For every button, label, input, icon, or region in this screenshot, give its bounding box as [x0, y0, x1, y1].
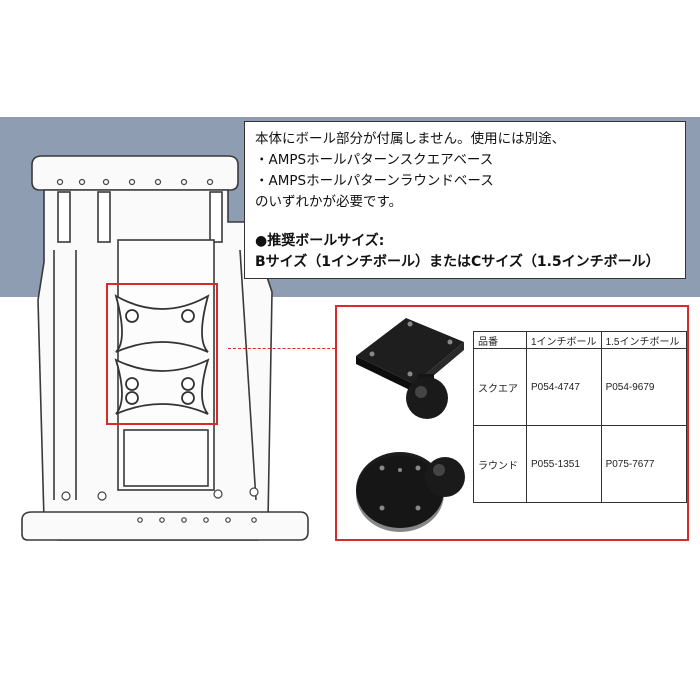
- table-row: ラウンド P055-1351 P075-7677: [473, 425, 687, 503]
- row-one-inch: P055-1351: [526, 425, 602, 503]
- row-type: ラウンド: [473, 425, 527, 503]
- mount-pattern-highlight: [106, 283, 218, 425]
- callout-connector: [228, 348, 340, 349]
- note-line-2: ・AMPSホールパターンスクエアベース: [255, 152, 494, 168]
- info-note: 本体にボール部分が付属しません。使用には別途、 ・AMPSホールパターンスクエア…: [244, 121, 686, 279]
- note-line-3: ・AMPSホールパターンラウンドベース: [255, 173, 494, 189]
- note-line-1: 本体にボール部分が付属しません。使用には別途、: [255, 131, 566, 147]
- header-part: 品番: [473, 331, 527, 349]
- header-one-inch: 1インチボール: [526, 331, 602, 349]
- table-row: スクエア P054-4747 P054-9679: [473, 348, 687, 426]
- part-number-table: 品番 1インチボール 1.5インチボール スクエア P054-4747 P054…: [473, 331, 687, 503]
- row-one-inch: P054-4747: [526, 348, 602, 426]
- note-line-4: のいずれかが必要です。: [255, 194, 403, 210]
- row-type: スクエア: [473, 348, 527, 426]
- row-one-half-inch: P054-9679: [600, 348, 687, 426]
- row-one-half-inch: P075-7677: [600, 425, 687, 503]
- table-header-row: 品番 1インチボール 1.5インチボール: [473, 331, 687, 349]
- header-one-half-inch: 1.5インチボール: [600, 331, 687, 349]
- recommend-title: ●推奨ボールサイズ:: [255, 233, 385, 249]
- recommend-body: Bサイズ（1インチボール）またはCサイズ（1.5インチボール）: [255, 254, 660, 270]
